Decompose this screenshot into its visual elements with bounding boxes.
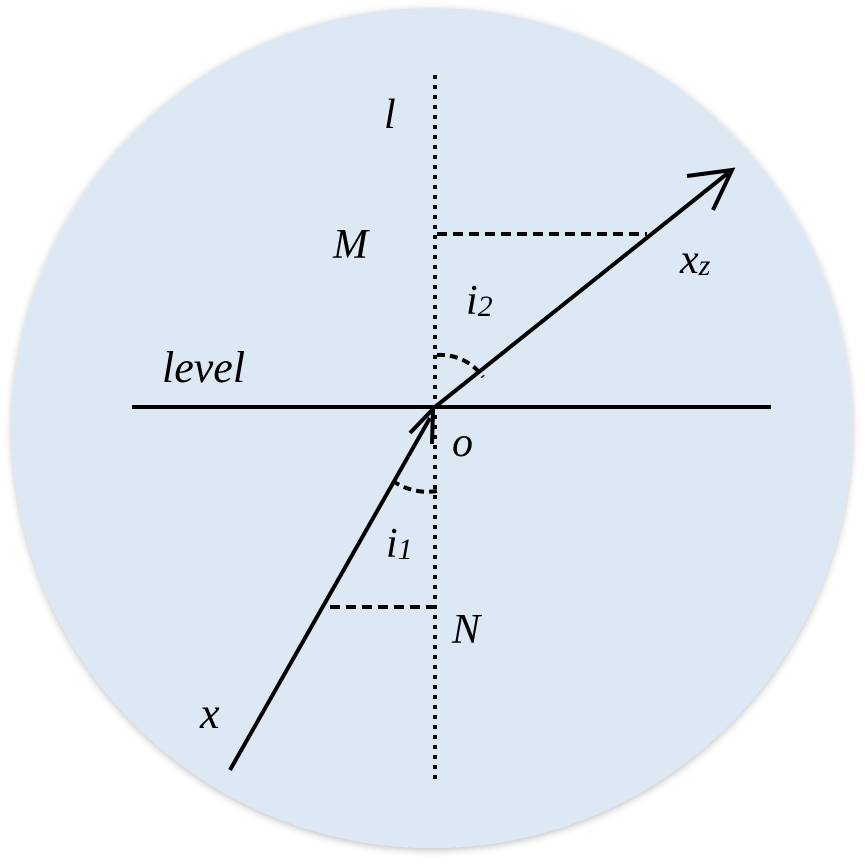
label-refracted-ray: xz [679, 237, 711, 283]
label-angle-refraction: i2 [466, 278, 493, 324]
angle-arc-incidence [391, 479, 438, 494]
label-incident-ray: x [199, 689, 220, 738]
label-angle-incidence-subscript: 1 [398, 533, 413, 566]
label-surface: level [162, 343, 245, 392]
label-point-m: M [332, 222, 370, 268]
angle-arc-refraction [436, 352, 485, 379]
label-angle-incidence-base: i [386, 521, 398, 567]
label-angle-refraction-base: i [466, 278, 478, 324]
incident-ray-arrowhead [408, 403, 436, 445]
label-refracted-ray-subscript: z [698, 249, 711, 282]
refracted-ray [433, 171, 730, 409]
label-point-n: N [451, 607, 482, 653]
label-refracted-ray-base: x [679, 237, 699, 283]
label-normal-line: l [384, 92, 396, 138]
label-origin: o [452, 420, 473, 466]
incident-ray [228, 417, 432, 771]
refracted-ray-arrowhead [686, 167, 736, 211]
label-angle-refraction-subscript: 2 [478, 290, 493, 323]
label-angle-incidence: i1 [386, 521, 413, 567]
